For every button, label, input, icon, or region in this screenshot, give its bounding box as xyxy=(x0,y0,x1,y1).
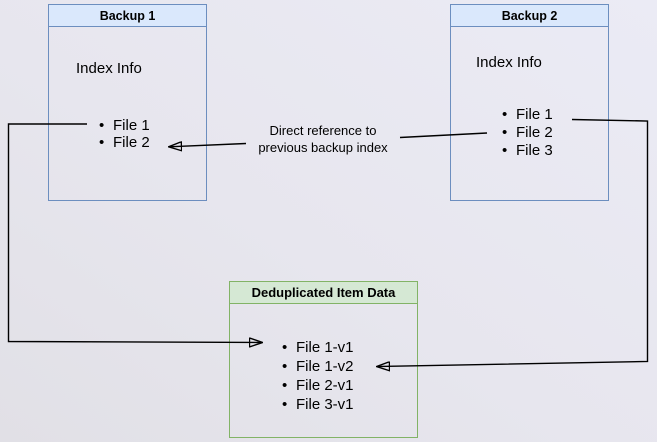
backup1-title: Backup 1 xyxy=(99,8,156,23)
backup2-file-list: File 1 File 2 File 3 xyxy=(502,106,553,160)
list-item: File 3-v1 xyxy=(282,395,354,414)
backup1-file-list: File 1 File 2 xyxy=(99,117,150,151)
backup1-index-info-label: Index Info xyxy=(76,60,142,77)
annotation-line1: Direct reference to xyxy=(269,123,377,138)
list-item: File 3 xyxy=(502,142,553,160)
backup2-title: Backup 2 xyxy=(501,8,558,23)
dedup-store-box: Deduplicated Item Data File 1-v1 File 1-… xyxy=(229,281,418,438)
backup2-index-info-label: Index Info xyxy=(476,54,542,71)
backup2-header: Backup 2 xyxy=(451,5,608,27)
annotation-line2: previous backup index xyxy=(258,139,388,155)
backup2-box: Backup 2 Index Info File 1 File 2 File 3 xyxy=(450,4,609,201)
direct-reference-annotation: Direct reference to previous backup inde… xyxy=(242,123,404,156)
list-item: File 1-v2 xyxy=(282,357,354,376)
list-item: File 1 xyxy=(99,117,150,134)
list-item: File 2-v1 xyxy=(282,376,354,395)
backup1-box: Backup 1 Index Info File 1 File 2 xyxy=(48,4,207,201)
dedup-store-header: Deduplicated Item Data xyxy=(230,282,417,304)
list-item: File 1-v1 xyxy=(282,338,354,357)
backup1-header: Backup 1 xyxy=(49,5,206,27)
list-item: File 1 xyxy=(502,106,553,124)
dedup-store-title: Deduplicated Item Data xyxy=(251,285,396,300)
list-item: File 2 xyxy=(99,134,150,151)
list-item: File 2 xyxy=(502,124,553,142)
dedup-item-list: File 1-v1 File 1-v2 File 2-v1 File 3-v1 xyxy=(282,338,354,414)
